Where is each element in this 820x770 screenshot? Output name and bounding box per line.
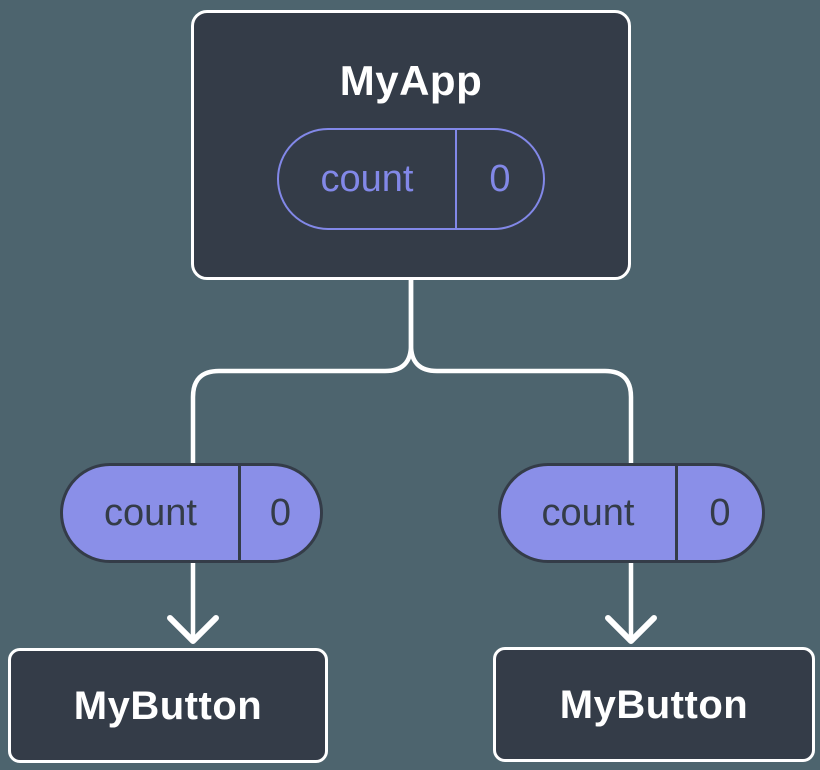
prop-pill-value: 0	[709, 492, 731, 534]
connector-root-to-left-child	[190, 273, 414, 643]
state-pill-name: count	[279, 130, 457, 228]
root-component-name: MyApp	[339, 57, 483, 104]
prop-pill-value: 0	[269, 492, 292, 534]
connector-root-to-right-child	[408, 273, 634, 643]
arrow-down-icon	[167, 615, 219, 644]
prop-pill-name: count	[63, 466, 241, 560]
child-component-node-right: MyButton	[493, 647, 815, 762]
state-pill-value: 0	[489, 158, 511, 200]
child-component-name: MyButton	[73, 683, 263, 728]
prop-pill-name: count	[501, 466, 678, 560]
prop-pill-left: count 0	[60, 463, 323, 563]
prop-pill-right: count 0	[498, 463, 765, 563]
arrow-down-icon	[605, 615, 657, 644]
child-component-name: MyButton	[559, 682, 749, 727]
root-component-node: MyApp count 0	[191, 10, 631, 280]
state-pill: count 0	[277, 128, 545, 230]
child-component-node-left: MyButton	[8, 648, 328, 763]
